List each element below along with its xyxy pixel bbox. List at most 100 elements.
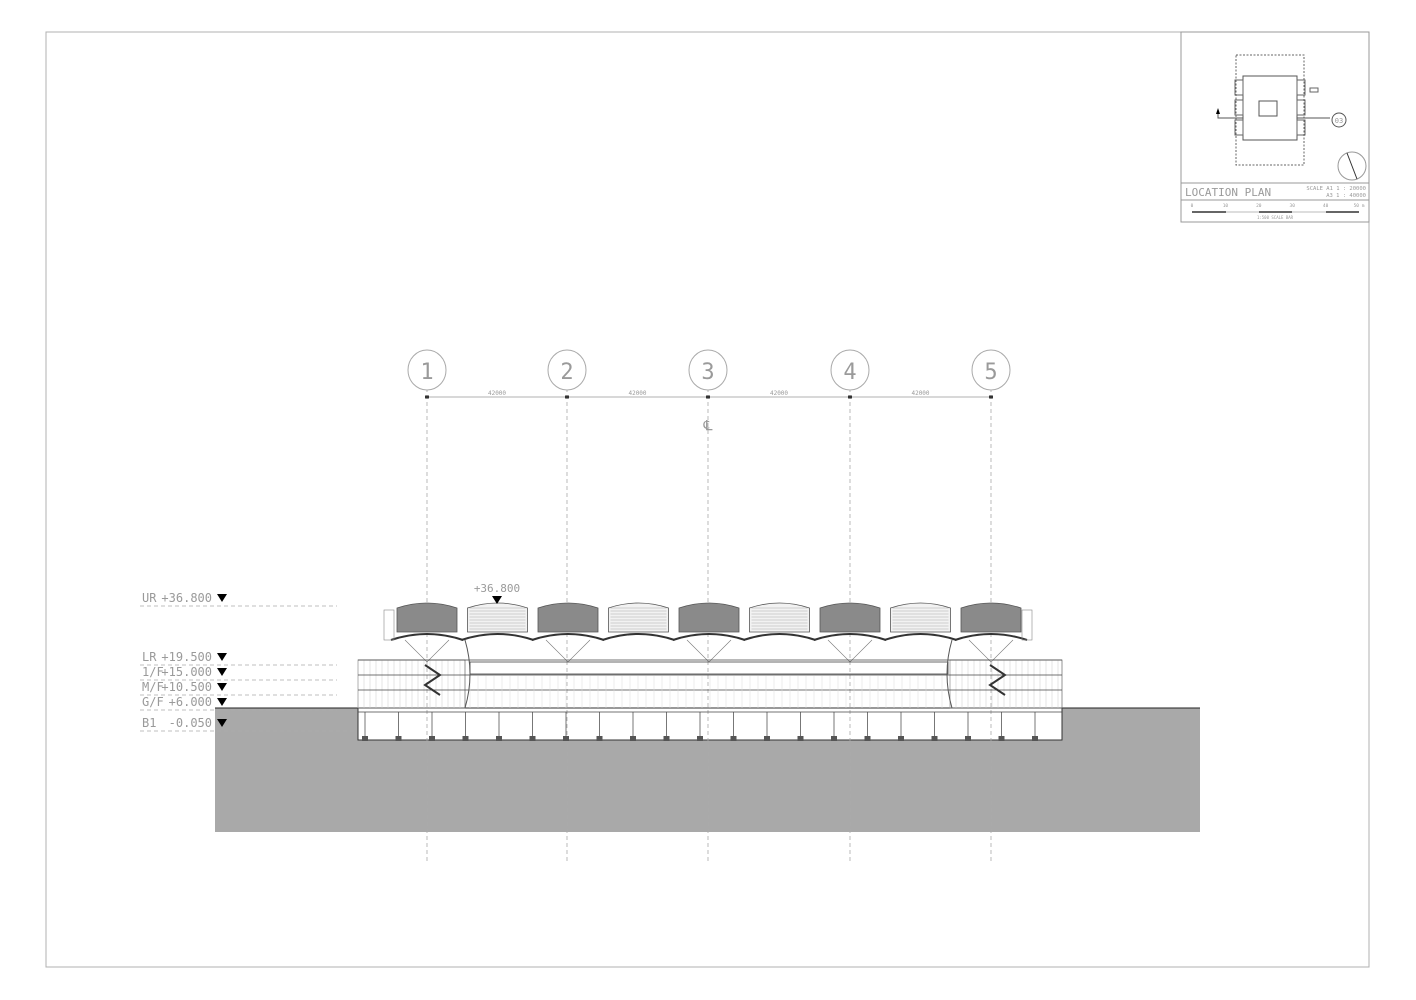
footing — [797, 736, 804, 741]
roof-module-light — [749, 602, 810, 633]
building-section — [357, 602, 1063, 741]
scale-a3: A3 1 : 40000 — [1326, 193, 1366, 199]
tree-column — [545, 639, 591, 663]
level-value: +15.000 — [161, 665, 212, 679]
tree-column — [686, 639, 732, 663]
staircase — [988, 664, 1007, 696]
footing — [429, 736, 435, 741]
roof-truss — [390, 633, 464, 641]
footing — [764, 736, 770, 741]
site-outline — [1235, 54, 1305, 166]
basement-section — [357, 707, 1063, 741]
footing — [362, 736, 368, 741]
roof-truss — [461, 633, 534, 641]
level-value: +6.000 — [169, 695, 212, 709]
grid-bubble — [407, 349, 447, 391]
level-name: LR — [142, 650, 157, 664]
staircase — [423, 664, 442, 696]
grid-label: 2 — [560, 360, 573, 385]
footing — [529, 736, 536, 741]
footing — [596, 736, 603, 741]
roof-truss — [954, 633, 1028, 641]
grid-bubble — [547, 349, 587, 391]
side-wing — [357, 659, 466, 709]
roof-truss — [884, 633, 957, 641]
scale-a1: SCALE A1 1 : 20000 — [1306, 186, 1366, 192]
footing — [496, 736, 502, 741]
level-value: +19.500 — [161, 650, 212, 664]
level-name: G/F — [142, 695, 164, 709]
footing — [630, 736, 636, 741]
location-plan: 03 LOCATION PLAN SCALE A1 1 : 20000 A3 1… — [1180, 31, 1370, 223]
tree-column — [968, 639, 1014, 663]
footing — [931, 736, 938, 741]
level-marker-icon — [217, 594, 227, 602]
level-marker-icon — [217, 698, 227, 706]
roof-module-light — [890, 602, 951, 633]
footing — [563, 736, 569, 741]
roof-truss — [672, 633, 746, 641]
roof-truss — [531, 633, 605, 641]
roof-truss — [813, 633, 887, 641]
roof-module-dark — [537, 602, 599, 633]
roof-elevation-tag: +36.800 — [474, 582, 520, 595]
footing — [395, 736, 402, 741]
level-marker-icon — [217, 683, 227, 691]
dimension-label: 42000 — [770, 390, 788, 397]
side-wing — [949, 659, 1063, 709]
grid-label: 1 — [420, 360, 433, 385]
grid-bubble — [971, 349, 1011, 391]
roof-module-light — [467, 602, 528, 633]
grid-label: 4 — [843, 360, 856, 385]
footing — [462, 736, 469, 741]
upper-concourse — [469, 661, 949, 675]
level-name: 1/F — [142, 665, 164, 679]
footing — [998, 736, 1005, 741]
grid-bubble — [688, 349, 728, 391]
footing — [663, 736, 670, 741]
scale-bar-tick: 50 m — [1354, 203, 1365, 209]
scale-bar-tick: 40 — [1323, 203, 1329, 209]
section-marker-icon — [1331, 112, 1347, 128]
scale-bar-caption: 1:500 SCALE BAR — [1257, 215, 1294, 220]
level-name: UR — [142, 591, 157, 605]
grid-bubble — [830, 349, 870, 391]
tree-column — [404, 639, 450, 663]
level-name: M/F — [142, 680, 164, 694]
dimension-label: 42000 — [911, 390, 929, 397]
footing — [730, 736, 737, 741]
footing — [898, 736, 904, 741]
level-value: +10.500 — [161, 680, 212, 694]
footing — [831, 736, 837, 741]
grid-label: 5 — [984, 360, 997, 385]
scale-bar-tick: 0 — [1191, 203, 1194, 209]
roof-truss — [602, 633, 675, 641]
scale-bar-tick: 10 — [1223, 203, 1229, 209]
location-plan-title: LOCATION PLAN — [1185, 186, 1271, 199]
roof-module-dark — [396, 602, 458, 633]
footing — [697, 736, 703, 741]
grid-label: 3 — [701, 360, 714, 385]
elevation-marker-icon — [492, 596, 502, 604]
roof-module-light — [608, 602, 669, 633]
footing — [965, 736, 971, 741]
centerline-symbol: ℄ — [703, 418, 713, 434]
level-value: +36.800 — [161, 591, 212, 605]
level-marker-icon — [217, 653, 227, 661]
scale-bar-tick: 20 — [1256, 203, 1262, 209]
dimension-label: 42000 — [628, 390, 646, 397]
sheet-border — [45, 31, 1370, 968]
north-arrow-icon — [1216, 108, 1220, 114]
level-marker-icon — [217, 668, 227, 676]
level-value: -0.050 — [169, 716, 212, 730]
footing — [864, 736, 871, 741]
footing — [1032, 736, 1038, 741]
level-name: B1 — [142, 716, 156, 730]
roof-truss — [743, 633, 816, 641]
section-marker-label: 03 — [1335, 117, 1343, 125]
roof-module-dark — [678, 602, 740, 633]
roof-module-dark — [960, 602, 1022, 633]
